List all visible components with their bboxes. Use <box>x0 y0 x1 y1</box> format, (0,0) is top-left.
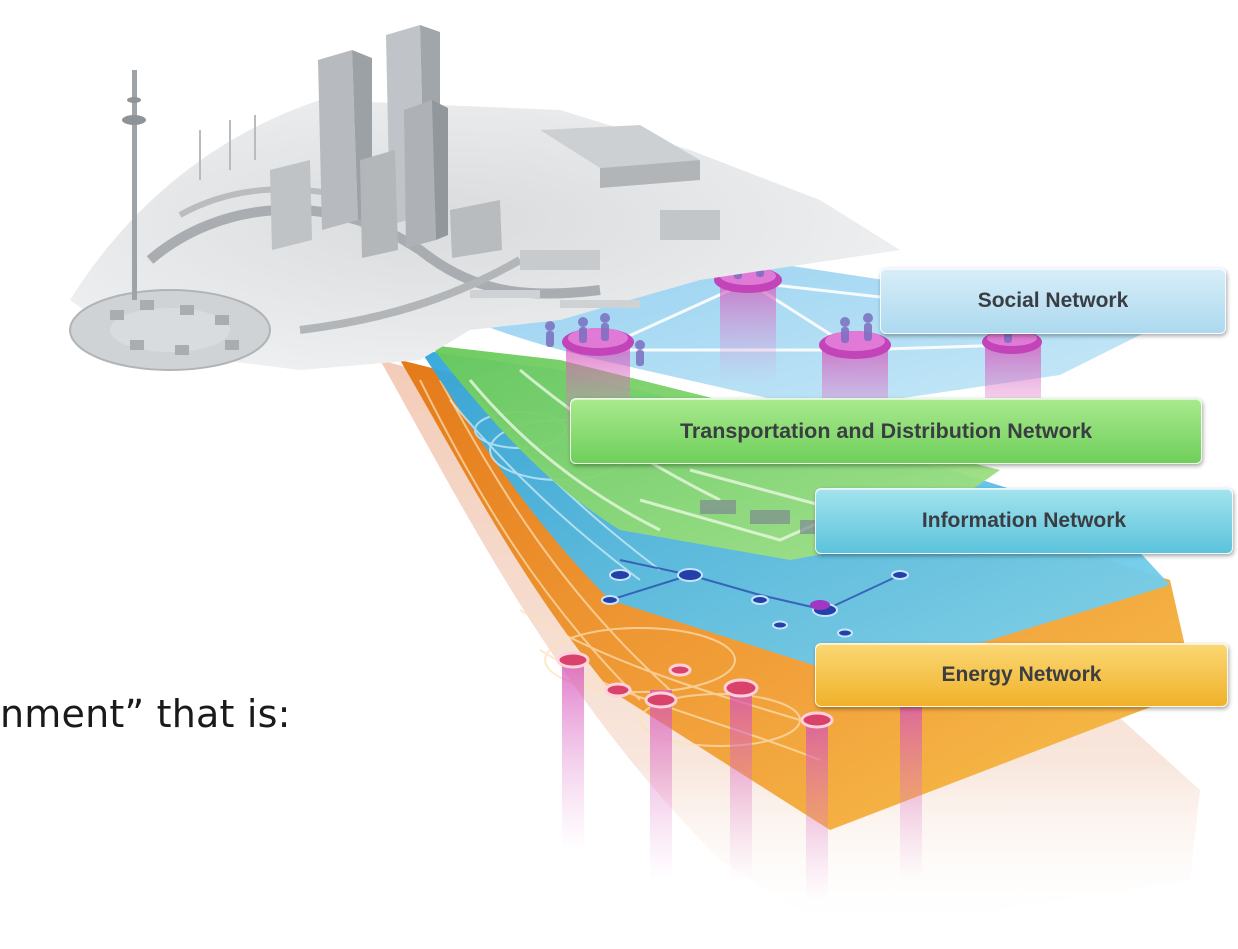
energy-pillars <box>562 660 922 900</box>
slide-caption-text: nment” that is: <box>0 692 291 736</box>
information-links <box>609 559 901 611</box>
information-hubs <box>810 600 830 610</box>
energy-network-label: Energy Network <box>815 643 1228 707</box>
transportation-network-label: Transportation and Distribution Network <box>570 398 1202 464</box>
information-network-label: Information Network <box>815 488 1233 554</box>
social-network-label: Social Network <box>880 268 1226 334</box>
city-buildings <box>110 25 720 355</box>
energy-nodes <box>556 651 834 729</box>
